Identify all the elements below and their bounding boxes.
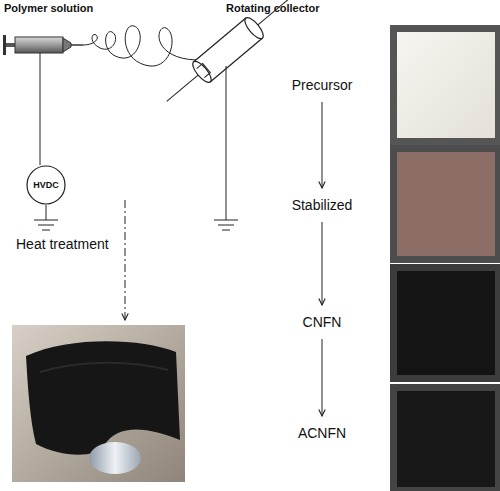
- sample-photos: [390, 25, 500, 491]
- source-circle: HVDC: [26, 165, 66, 205]
- syringe: [3, 35, 83, 55]
- wiring: [34, 53, 238, 230]
- fiber-jet: [83, 26, 196, 66]
- node-text: ACNFN: [298, 425, 346, 441]
- process-step: CNFN: [277, 311, 367, 333]
- flow-arrow: [322, 339, 323, 416]
- node-text: Precursor: [292, 77, 353, 93]
- heat-treatment-arrow: [125, 200, 126, 320]
- node-text: CNFN: [303, 314, 342, 330]
- part-label: Polymer solution: [4, 2, 93, 14]
- part-label: Rotating collector: [226, 2, 320, 14]
- node-text: Stabilized: [292, 197, 353, 213]
- process-step: ACNFN: [277, 422, 367, 444]
- flexible-sheet-photo: [12, 325, 185, 482]
- node-text: HVDC: [33, 180, 59, 190]
- process-step: Stabilized: [277, 194, 367, 216]
- flow-arrow: [322, 102, 323, 188]
- process-label: Heat treatment: [16, 236, 109, 252]
- flow-arrow: [322, 222, 323, 305]
- process-step: Precursor: [277, 74, 367, 96]
- rotating-collector: [158, 0, 305, 111]
